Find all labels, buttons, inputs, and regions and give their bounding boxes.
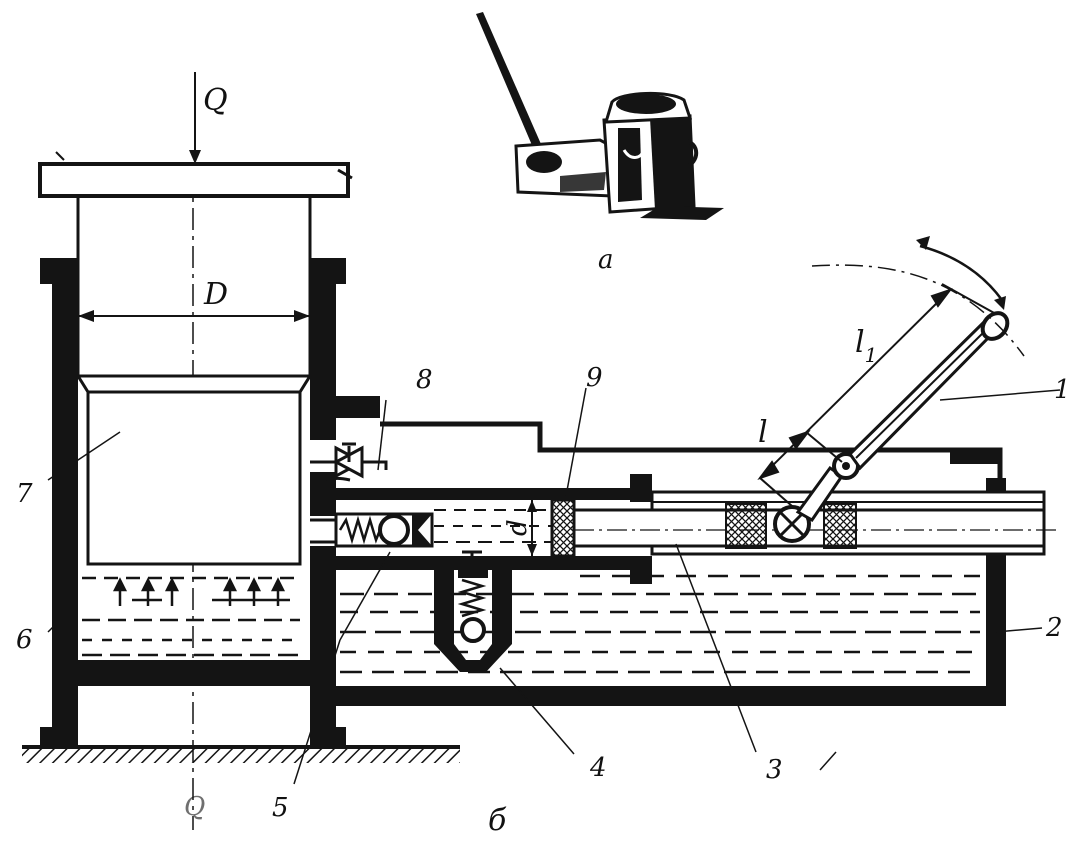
load-plate: [38, 162, 350, 198]
part-label-3: 3: [766, 755, 783, 785]
diameter-label-small: d: [503, 519, 533, 536]
suction-valve-4: [434, 550, 512, 672]
pivot-block: [725, 503, 857, 549]
reservoir-2: [336, 396, 1006, 706]
dimension-d-big: D: [78, 277, 310, 322]
lever-long-label: l1: [855, 325, 877, 367]
fig-a-label: a: [598, 245, 614, 275]
load-arrow: Q: [189, 72, 228, 164]
ground: [22, 745, 460, 763]
lever-handle-1: [795, 236, 1025, 522]
plunger-7: [75, 196, 313, 566]
diameter-label-big: D: [203, 277, 228, 312]
part-label-8: 8: [416, 365, 433, 395]
fig-b-label: б: [488, 803, 507, 838]
load-label-q: Q: [203, 83, 228, 118]
lever-dimensions: [757, 283, 997, 507]
part-label-6: 6: [16, 625, 33, 655]
main-cylinder-6: [40, 258, 346, 747]
part-label-2: 2: [1045, 613, 1063, 643]
jack-perspective-sketch: a: [476, 12, 724, 275]
part-label-4: 4: [589, 753, 607, 783]
load-label-q-bottom: Q: [184, 792, 205, 822]
lever-short-label: l: [758, 415, 768, 450]
check-valve-5: [310, 512, 434, 548]
part-label-5: 5: [272, 793, 289, 823]
leader-lines: [47, 387, 1061, 785]
dimension-d-small: d: [503, 500, 537, 556]
pressure-fluid: [82, 576, 300, 657]
part-label-7: 7: [16, 479, 33, 509]
lever-long-subscript: 1: [865, 343, 878, 367]
part-label-1: 1: [1054, 375, 1070, 405]
lever-long-letter: l: [855, 325, 865, 360]
pressure-arrows: [112, 577, 290, 606]
part-label-9: 9: [586, 363, 603, 393]
release-valve-8: [310, 399, 388, 487]
